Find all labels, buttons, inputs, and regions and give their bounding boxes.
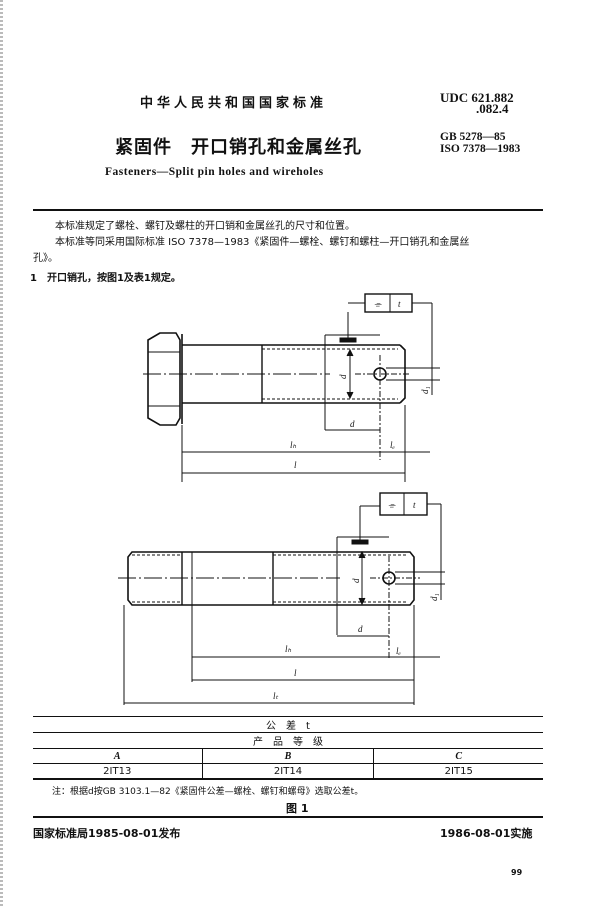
grade-a: A bbox=[33, 748, 203, 764]
page-number: 99 bbox=[511, 868, 523, 877]
issuing-organization: 中华人民共和国国家标准 bbox=[140, 96, 328, 111]
tolerance-table: 公 差 t 产 品 等 级 A B C 2IT13 2IT14 2IT15 bbox=[33, 716, 543, 780]
stud-drawing: d ⌯ t d₁ d lₕ lₑ l lₜ bbox=[118, 492, 445, 705]
dim-label-lh: lₕ bbox=[290, 440, 297, 450]
section-1-heading: 1 开口销孔，按图1及表1规定。 bbox=[30, 273, 181, 284]
tolerance-header: 公 差 t bbox=[33, 716, 543, 733]
scan-edge bbox=[0, 0, 3, 907]
figure-note: 注：根据d按GB 3103.1—82《紧固件公差—螺栓、螺钉和螺母》选取公差t。 bbox=[52, 787, 364, 797]
document-title-en: Fasteners—Split pin holes and wireholes bbox=[105, 166, 324, 178]
stud-dim-label-d: d bbox=[351, 578, 361, 583]
dim-label-hole-pos: d bbox=[350, 419, 355, 429]
tolerance-value-label: t bbox=[398, 299, 401, 309]
stud-position-tolerance-symbol: ⌯ bbox=[388, 500, 396, 510]
stud-dim-label-l: l bbox=[294, 668, 297, 678]
udc-line-1: UDC 621.882 bbox=[440, 90, 514, 105]
udc-line-2: .082.4 bbox=[476, 101, 509, 116]
tolerance-b: 2IT14 bbox=[202, 763, 375, 780]
stud-tolerance-value-label: t bbox=[413, 500, 416, 510]
dim-label-d: d bbox=[338, 374, 348, 379]
position-tolerance-symbol: ⌯ bbox=[374, 299, 382, 309]
header-divider bbox=[33, 209, 543, 211]
dim-label-l: l bbox=[294, 460, 297, 470]
stud-dim-label-d1: d₁ bbox=[429, 593, 439, 601]
tolerance-a: 2IT13 bbox=[33, 763, 203, 780]
product-grade-header: 产 品 等 级 bbox=[33, 732, 543, 749]
dim-label-le: lₑ bbox=[390, 440, 396, 450]
grade-c: C bbox=[373, 748, 543, 764]
stud-dim-label-hole-pos: d bbox=[358, 624, 363, 634]
scope-paragraph: 本标准规定了螺栓、螺钉及螺柱的开口销和金属丝孔的尺寸和位置。 bbox=[55, 221, 355, 232]
adoption-paragraph-line1: 本标准等同采用国际标准 ISO 7378—1983《紧固件—螺栓、螺钉和螺柱—开… bbox=[55, 237, 470, 248]
figure-1-drawings: d ⌯ t d₁ d lₕ lₑ l bbox=[118, 293, 445, 705]
footer-divider bbox=[33, 816, 543, 818]
gb-number: GB 5278—85 bbox=[440, 131, 506, 143]
tolerance-c: 2IT15 bbox=[373, 763, 543, 780]
udc-code: UDC 621.882 .082.4 bbox=[440, 90, 514, 116]
stud-dim-label-lh: lₕ bbox=[285, 644, 292, 654]
figure-caption: 图 1 bbox=[286, 802, 309, 815]
iso-number: ISO 7378—1983 bbox=[440, 143, 521, 155]
bolt-drawing: d ⌯ t d₁ d lₕ lₑ l bbox=[143, 293, 440, 482]
stud-dim-label-le: lₑ bbox=[396, 646, 402, 656]
adoption-paragraph-line2: 孔》。 bbox=[33, 253, 58, 264]
dim-label-d1: d₁ bbox=[420, 386, 430, 394]
effective-date: 1986-08-01实施 bbox=[440, 827, 533, 840]
document-title-cn: 紧固件 开口销孔和金属丝孔 bbox=[115, 137, 362, 158]
standard-numbers: GB 5278—85 ISO 7378—1983 bbox=[440, 131, 520, 155]
grade-b: B bbox=[202, 748, 375, 764]
stud-dim-label-lt: lₜ bbox=[273, 691, 279, 701]
issue-date: 国家标准局1985-08-01发布 bbox=[33, 827, 181, 840]
